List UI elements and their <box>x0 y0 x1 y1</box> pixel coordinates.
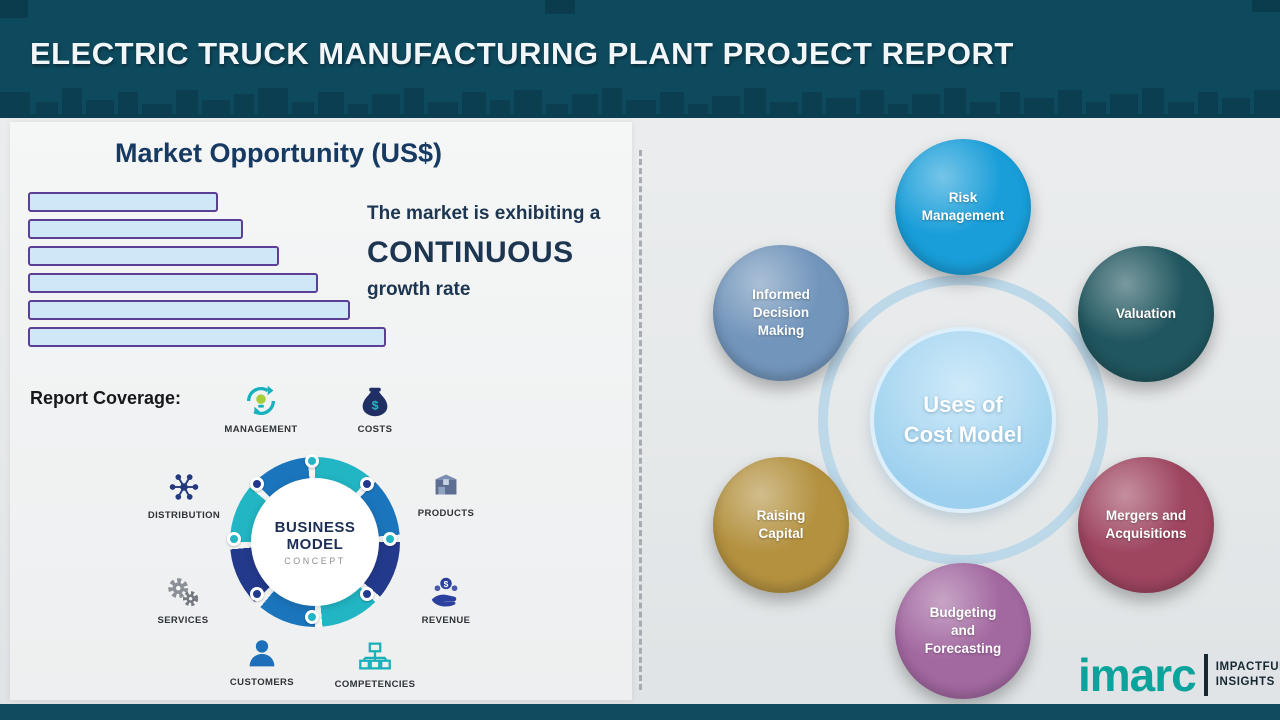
cost-model-node: Mergers and Acquisitions <box>1078 457 1214 593</box>
business-model-item-label: REVENUE <box>421 615 471 626</box>
market-bar <box>28 300 350 320</box>
business-model-item: $ REVENUE <box>404 573 488 626</box>
business-model-item-label: CUSTOMERS <box>229 677 295 688</box>
business-model-item: MANAGEMENT <box>219 382 303 435</box>
business-model-center-line2: MODEL <box>286 535 344 553</box>
business-model-item-label: DISTRIBUTION <box>147 510 221 521</box>
logo-tagline-line2: INSIGHTS <box>1215 676 1275 688</box>
skyline-block <box>0 0 28 18</box>
market-bar-chart <box>28 192 386 354</box>
cost-model-node: Risk Management <box>895 139 1031 275</box>
person-icon <box>249 640 275 667</box>
business-model-item: COMPETENCIES <box>333 637 417 690</box>
money-bag-icon: $ <box>362 387 388 417</box>
market-bar <box>28 246 279 266</box>
ring-node-dot <box>305 610 319 624</box>
cost-model-node-label: Valuation <box>1115 305 1176 321</box>
ring-node-dot <box>305 454 319 468</box>
management-cycle-icon <box>246 385 276 416</box>
bottom-accent-strip <box>0 704 1280 720</box>
growth-text-line3: growth rate <box>367 279 471 300</box>
imarc-logo-text: imarc <box>1078 649 1197 701</box>
business-model-item: PRODUCTS <box>404 466 488 519</box>
business-model-item: DISTRIBUTION <box>142 468 226 521</box>
business-model-item: CUSTOMERS <box>220 635 304 688</box>
growth-text-line1: The market is exhibiting a <box>367 203 601 224</box>
ring-node-dot <box>227 532 241 546</box>
cost-model-node-label: Budgeting and Forecasting <box>924 604 1002 657</box>
ring-node-dot <box>250 587 264 601</box>
business-model-item: $ COSTS <box>333 382 417 435</box>
business-model-center: BUSINESS MODEL CONCEPT <box>251 478 379 606</box>
page-title: ELECTRIC TRUCK MANUFACTURING PLANT PROJE… <box>30 36 1014 71</box>
growth-annotation: The market is exhibiting a CONTINUOUS gr… <box>367 203 645 301</box>
skyline-block <box>545 0 575 14</box>
ring-node-dot <box>250 477 264 491</box>
market-opportunity-title: Market Opportunity (US$) <box>115 138 443 168</box>
market-bar <box>28 273 318 293</box>
business-model-center-line1: BUSINESS <box>274 518 356 536</box>
cost-model-node: Informed Decision Making <box>713 245 849 381</box>
ring-node-dot <box>360 477 374 491</box>
svg-text:$: $ <box>372 399 379 413</box>
cost-model-node: Budgeting and Forecasting <box>895 563 1031 699</box>
business-model-item-label: COSTS <box>357 424 393 435</box>
svg-text:$: $ <box>444 579 449 589</box>
box-icon <box>435 474 457 495</box>
cost-model-node: Valuation <box>1078 246 1214 382</box>
cost-model-center: Uses of Cost Model <box>870 327 1056 513</box>
network-icon <box>169 474 199 500</box>
cost-model-node-label: Informed Decision Making <box>752 286 810 339</box>
business-model-item-label: PRODUCTS <box>417 508 475 519</box>
cost-model-node-label: Raising Capital <box>756 507 806 541</box>
cost-model-center-line2: Cost Model <box>903 422 1023 447</box>
cost-model-connector-ring <box>818 275 1108 565</box>
business-model-item-label: SERVICES <box>157 615 209 626</box>
city-skyline-icon <box>0 88 1280 118</box>
business-model-item-label: COMPETENCIES <box>334 679 416 690</box>
header-banner: ELECTRIC TRUCK MANUFACTURING PLANT PROJE… <box>0 0 1280 118</box>
market-bar <box>28 327 386 347</box>
business-model-center-line3: CONCEPT <box>284 555 346 566</box>
market-bar <box>28 192 218 212</box>
business-model-item-label: MANAGEMENT <box>224 424 298 435</box>
growth-text-line2: CONTINUOUS <box>367 236 574 269</box>
org-chart-icon <box>359 642 391 670</box>
vertical-dashed-divider <box>639 150 642 690</box>
hand-coin-icon: $ <box>431 577 458 607</box>
cost-model-node-label: Mergers and Acquisitions <box>1105 507 1187 541</box>
ring-node-dot <box>360 587 374 601</box>
business-model-item: SERVICES <box>141 573 225 626</box>
cost-model-center-line1: Uses of <box>923 392 1003 418</box>
logo-tagline-line1: IMPACTFUL <box>1215 661 1280 674</box>
logo-divider <box>1203 654 1208 696</box>
imarc-logo: imarc IMPACTFUL INSIGHTS <box>1078 652 1280 698</box>
report-coverage-label: Report Coverage: <box>30 388 182 408</box>
cost-model-node: Raising Capital <box>713 457 849 593</box>
ring-node-dot <box>383 532 397 546</box>
market-bar <box>28 219 243 239</box>
gears-icon <box>168 578 199 607</box>
cost-model-node-label: Risk Management <box>921 189 1005 223</box>
skyline-block <box>1252 0 1280 12</box>
